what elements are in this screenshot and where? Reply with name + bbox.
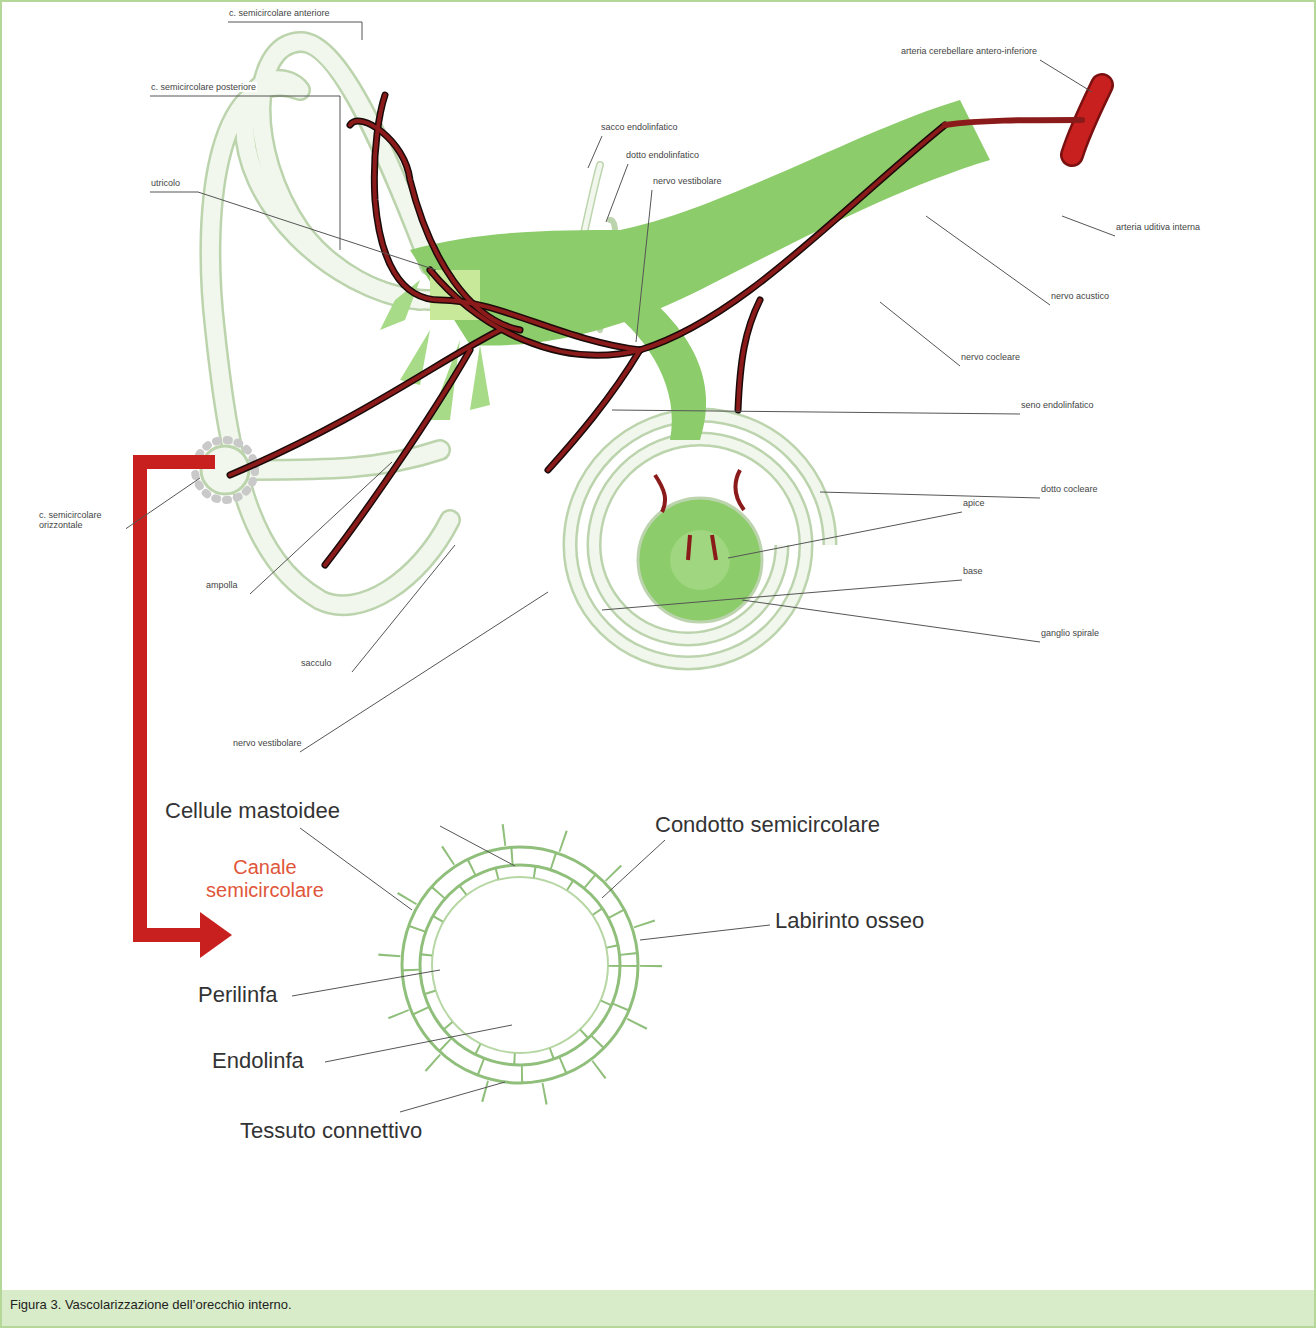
anatomy-label: arteria cerebellare antero-inferiore [900, 46, 1038, 56]
nerve-bundle [380, 100, 990, 440]
anatomy-label: nervo acustico [1050, 291, 1110, 301]
anatomy-label: utricolo [150, 178, 181, 188]
anatomy-label: nervo vestibolare [232, 738, 303, 748]
caption-band [2, 1290, 1314, 1326]
cochlea [570, 415, 830, 663]
anatomy-label: nervo cocleare [960, 352, 1021, 362]
anatomy-label: c. semicircolare orizzontale [38, 510, 126, 531]
anatomy-label: dotto endolinfatico [625, 150, 700, 160]
anatomy-label: c. semicircolare anteriore [228, 8, 331, 18]
part-label: Canale semicircolare [205, 856, 325, 902]
anatomy-label: seno endolinfatico [1020, 400, 1095, 410]
anatomy-label: apice [962, 498, 986, 508]
part-label: Tessuto connettivo [240, 1118, 422, 1143]
part-label: Endolinfa [212, 1048, 304, 1073]
anatomy-label: sacco endolinfatico [600, 122, 679, 132]
anatomy-label: arteria uditiva interna [1115, 222, 1201, 232]
anatomy-label: c. semicircolare posteriore [150, 82, 257, 92]
figure-caption: Figura 3. Vascolarizzazione dell’orecchi… [10, 1297, 292, 1312]
part-label: Condotto semicircolare [655, 812, 880, 837]
arteries [230, 85, 1102, 565]
anatomy-label: ampolla [205, 580, 239, 590]
anatomy-label: base [962, 566, 984, 576]
part-label: Cellule mastoidee [165, 798, 340, 823]
leader-lines [124, 22, 1115, 1112]
anatomy-label: sacculo [300, 658, 333, 668]
anatomy-label: dotto cocleare [1040, 484, 1099, 494]
anatomy-label: nervo vestibolare [652, 176, 723, 186]
part-label: Perilinfa [198, 982, 277, 1007]
part-label: Labirinto osseo [775, 908, 924, 933]
anatomy-label: ganglio spirale [1040, 628, 1100, 638]
canal-cross-section [389, 834, 651, 1096]
